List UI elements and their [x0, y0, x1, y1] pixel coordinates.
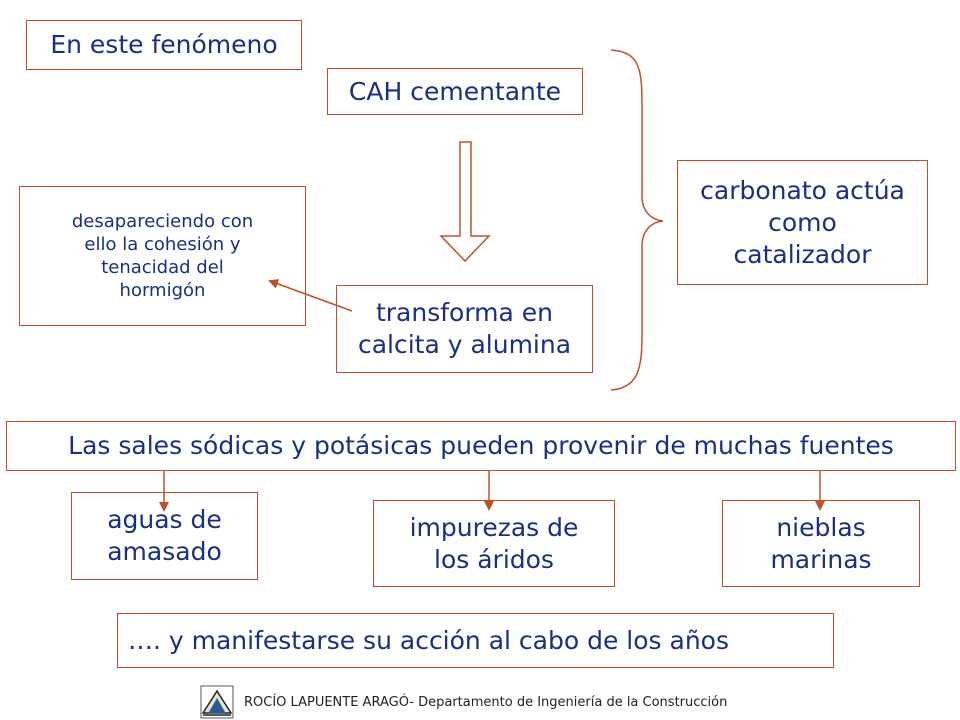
footer-credit: ROCÍO LAPUENTE ARAGÓ- Departamento de In… [244, 694, 728, 710]
department-logo-icon [200, 685, 234, 719]
text-line: Las sales sódicas y potásicas pueden pro… [68, 431, 894, 460]
text-line: CAH cementante [348, 76, 562, 106]
box-en-este-fenomeno: En este fenómeno [26, 20, 302, 70]
text-line: ello la cohesión y [84, 233, 241, 255]
text-line: catalizador [733, 239, 872, 269]
curly-brace [610, 49, 664, 391]
box-manifestarse-accion: …. y manifestarse su acción al cabo de l… [117, 613, 834, 668]
text-line: los áridos [434, 544, 554, 574]
footer: ROCÍO LAPUENTE ARAGÓ- Departamento de In… [200, 684, 727, 720]
box-carbonato-catalizador: carbonato actúa como catalizador [677, 160, 928, 285]
box-aguas-de-amasado: aguas de amasado [71, 492, 258, 580]
text-line: transforma en [375, 298, 554, 327]
down-arrow-icon [439, 141, 491, 263]
text-line: nieblas [776, 512, 866, 542]
text-line: marinas [770, 544, 872, 574]
text-line: …. y manifestarse su acción al cabo de l… [128, 625, 730, 655]
box-cah-cementante: CAH cementante [327, 68, 583, 115]
arrow-to-desapareciendo [268, 279, 353, 312]
box-desapareciendo-cohesion: desapareciendo con ello la cohesión y te… [19, 186, 306, 326]
box-sales-sodicas-potasicas: Las sales sódicas y potásicas pueden pro… [6, 421, 956, 471]
text-line: desapareciendo con [71, 210, 254, 232]
text-line: calcita y alumina [357, 330, 572, 359]
text-line: tenacidad del [101, 257, 224, 278]
box-transforma-calcita: transforma en calcita y alumina [336, 285, 593, 373]
text-line: impurezas de [409, 512, 579, 542]
text-line: hormigón [119, 280, 206, 302]
text-line: carbonato actúa [700, 175, 905, 205]
text-line: como [768, 207, 837, 237]
text-line: En este fenómeno [50, 30, 278, 59]
text-line: amasado [107, 537, 222, 566]
box-impurezas-aridos: impurezas de los áridos [373, 500, 615, 587]
box-nieblas-marinas: nieblas marinas [722, 500, 920, 587]
